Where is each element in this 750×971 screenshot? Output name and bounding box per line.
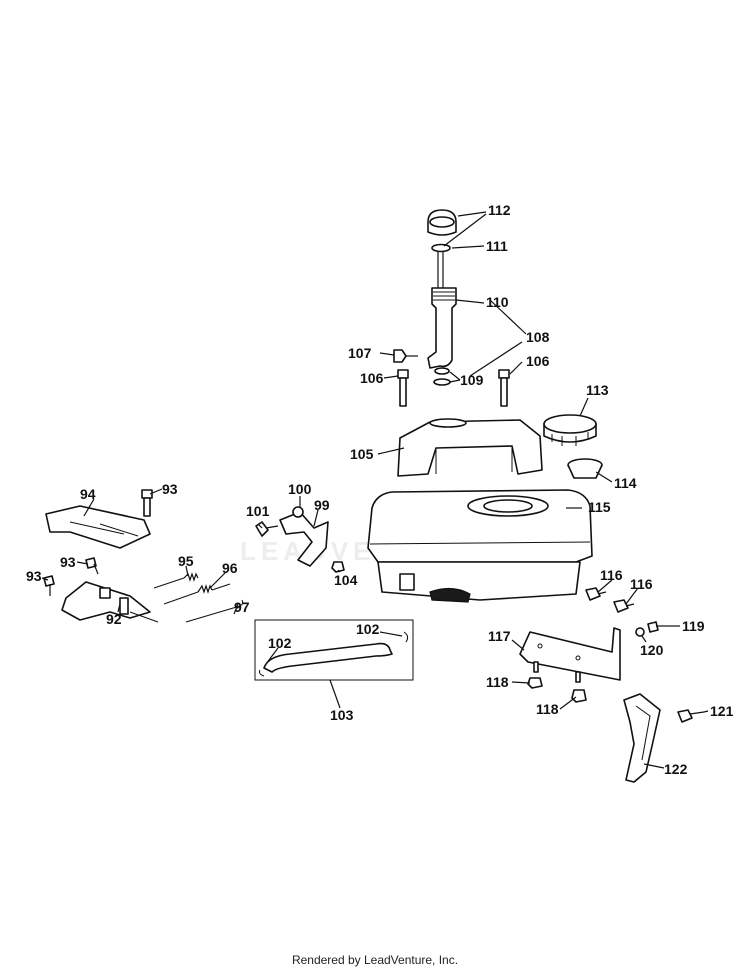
bolt-93-top [141, 489, 153, 517]
label-114: 114 [614, 475, 637, 491]
spring-95 [153, 572, 199, 589]
label-94: 94 [80, 486, 96, 502]
oil-cap-dipstick [427, 209, 457, 288]
label-116-left: 116 [600, 567, 623, 583]
throttle-bracket-99 [279, 511, 329, 567]
label-109: 109 [460, 372, 484, 388]
bolt-107 [393, 349, 418, 363]
bolt-93-mid [85, 557, 99, 575]
label-121: 121 [710, 703, 734, 719]
label-107: 107 [348, 345, 372, 361]
nut-118-left [527, 677, 543, 689]
nut-100 [292, 506, 304, 518]
fuel-tank [367, 489, 593, 603]
label-110: 110 [486, 294, 509, 310]
label-113: 113 [586, 382, 609, 398]
label-99: 99 [314, 497, 330, 513]
label-106-left: 106 [360, 370, 384, 386]
label-101: 101 [246, 503, 270, 519]
bolt-101 [255, 521, 279, 537]
screw-119 [647, 621, 668, 633]
label-92: 92 [106, 611, 122, 627]
label-97: 97 [234, 599, 250, 615]
washer-120 [635, 627, 645, 637]
leader-lines [41, 211, 709, 769]
bolt-93-bottom [43, 575, 55, 596]
bolt-106-right [498, 369, 510, 407]
gas-cap [543, 414, 597, 446]
fuel-hose-kit [254, 619, 414, 681]
label-100: 100 [288, 481, 312, 497]
part-labels: 112 111 110 108 107 106 106 109 113 105 … [26, 202, 734, 777]
label-95: 95 [178, 553, 194, 569]
fuel-strainer [567, 458, 603, 479]
label-102-right: 102 [356, 621, 380, 637]
label-108: 108 [526, 329, 550, 345]
label-96: 96 [222, 560, 238, 576]
label-102-left: 102 [268, 635, 292, 651]
tank-shroud [397, 418, 543, 477]
label-93-mid: 93 [60, 554, 76, 570]
screw-116-left [585, 587, 607, 601]
label-93-bottom: 93 [26, 568, 42, 584]
label-105: 105 [350, 446, 374, 462]
label-118-left: 118 [486, 674, 509, 690]
label-104: 104 [334, 572, 358, 588]
label-93-top: 93 [162, 481, 178, 497]
label-118-right: 118 [536, 701, 559, 717]
label-103: 103 [330, 707, 354, 723]
nut-104 [331, 561, 345, 573]
label-122: 122 [664, 761, 688, 777]
bolt-121 [677, 709, 705, 723]
bracket-94 [45, 505, 151, 549]
guard-plate-122 [623, 693, 661, 783]
label-116-right: 116 [630, 576, 653, 592]
label-120: 120 [640, 642, 664, 658]
label-111: 111 [486, 238, 508, 254]
spring-96 [163, 583, 231, 605]
oil-fill-tube [427, 287, 457, 386]
nut-118-right [571, 689, 587, 703]
footer-credit: Rendered by LeadVenture, Inc. [291, 953, 459, 967]
bolt-106-left [397, 369, 409, 407]
link-rod-97 [185, 599, 244, 623]
mounting-bracket-117 [519, 627, 621, 683]
control-plate-92 [61, 581, 159, 623]
label-106-right: 106 [526, 353, 550, 369]
label-117: 117 [488, 628, 511, 644]
label-115: 115 [588, 499, 611, 515]
screw-116-right [613, 599, 635, 613]
label-119: 119 [682, 618, 705, 634]
label-112: 112 [488, 202, 511, 218]
